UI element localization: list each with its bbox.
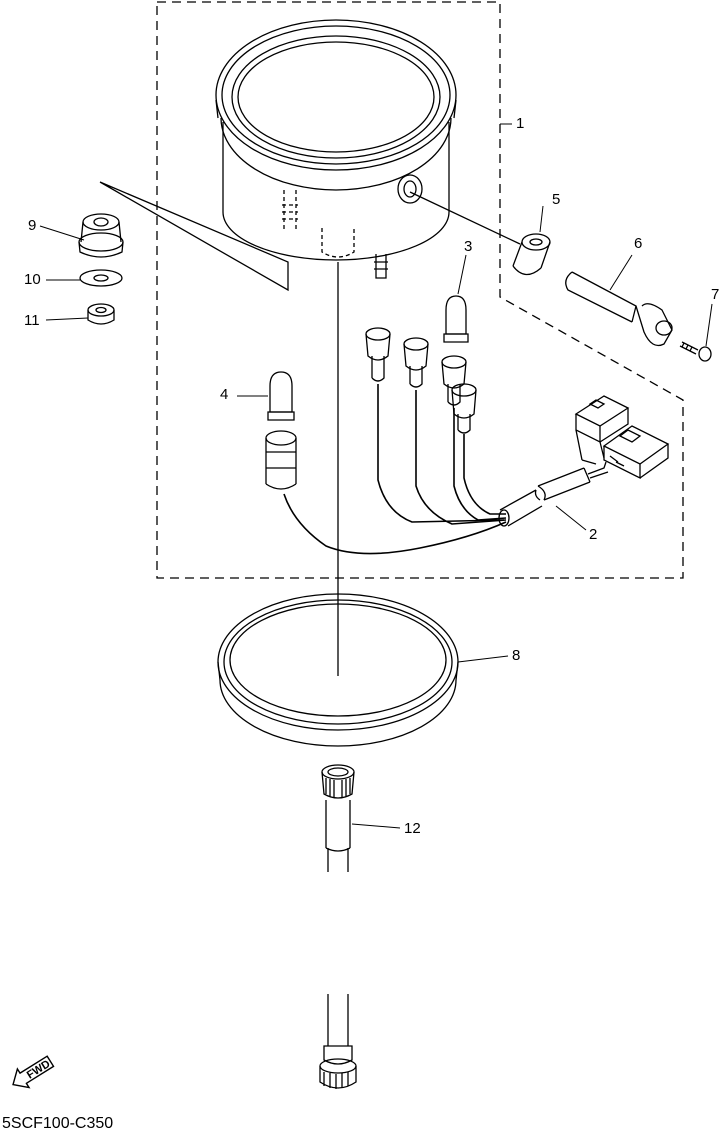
socket-c bbox=[441, 355, 467, 406]
speedometer-cable bbox=[319, 764, 357, 1089]
grommet bbox=[78, 213, 124, 258]
coupler-lower bbox=[602, 425, 670, 480]
coupler-wires bbox=[575, 429, 605, 465]
meter-body bbox=[215, 19, 457, 279]
callout-3: 3 bbox=[464, 238, 473, 255]
callout-2: 2 bbox=[589, 526, 598, 543]
callout-11: 11 bbox=[24, 312, 40, 329]
socket-4 bbox=[265, 430, 297, 490]
harness-sleeve bbox=[498, 461, 609, 527]
callout-leaders bbox=[39, 123, 713, 829]
coupler-upper bbox=[574, 395, 630, 444]
assembly-boundary bbox=[156, 1, 684, 579]
callout-10: 10 bbox=[24, 271, 41, 288]
hole-leader-line bbox=[409, 191, 521, 245]
screw bbox=[679, 341, 712, 362]
callout-6: 6 bbox=[634, 235, 643, 252]
mount-leader-line bbox=[99, 181, 289, 292]
socket-a bbox=[365, 327, 391, 382]
callout-7: 7 bbox=[711, 286, 720, 303]
fwd-arrow-icon: FWD bbox=[12, 1055, 55, 1089]
socket-d bbox=[451, 383, 477, 434]
callout-12: 12 bbox=[404, 820, 421, 837]
damper bbox=[565, 271, 673, 347]
washer bbox=[79, 269, 123, 287]
callout-4: 4 bbox=[220, 386, 229, 403]
socket-b bbox=[403, 337, 429, 388]
collar bbox=[512, 233, 551, 276]
bulb-4 bbox=[267, 371, 295, 421]
callout-9: 9 bbox=[28, 217, 37, 234]
callout-8: 8 bbox=[512, 647, 521, 664]
diagram-code: 5SCF100-C350 bbox=[2, 1115, 114, 1132]
callout-1: 1 bbox=[516, 115, 525, 132]
bulb-3 bbox=[443, 295, 469, 343]
nut bbox=[87, 303, 115, 325]
callout-5: 5 bbox=[552, 191, 561, 208]
wire-harness-leads bbox=[283, 384, 507, 555]
